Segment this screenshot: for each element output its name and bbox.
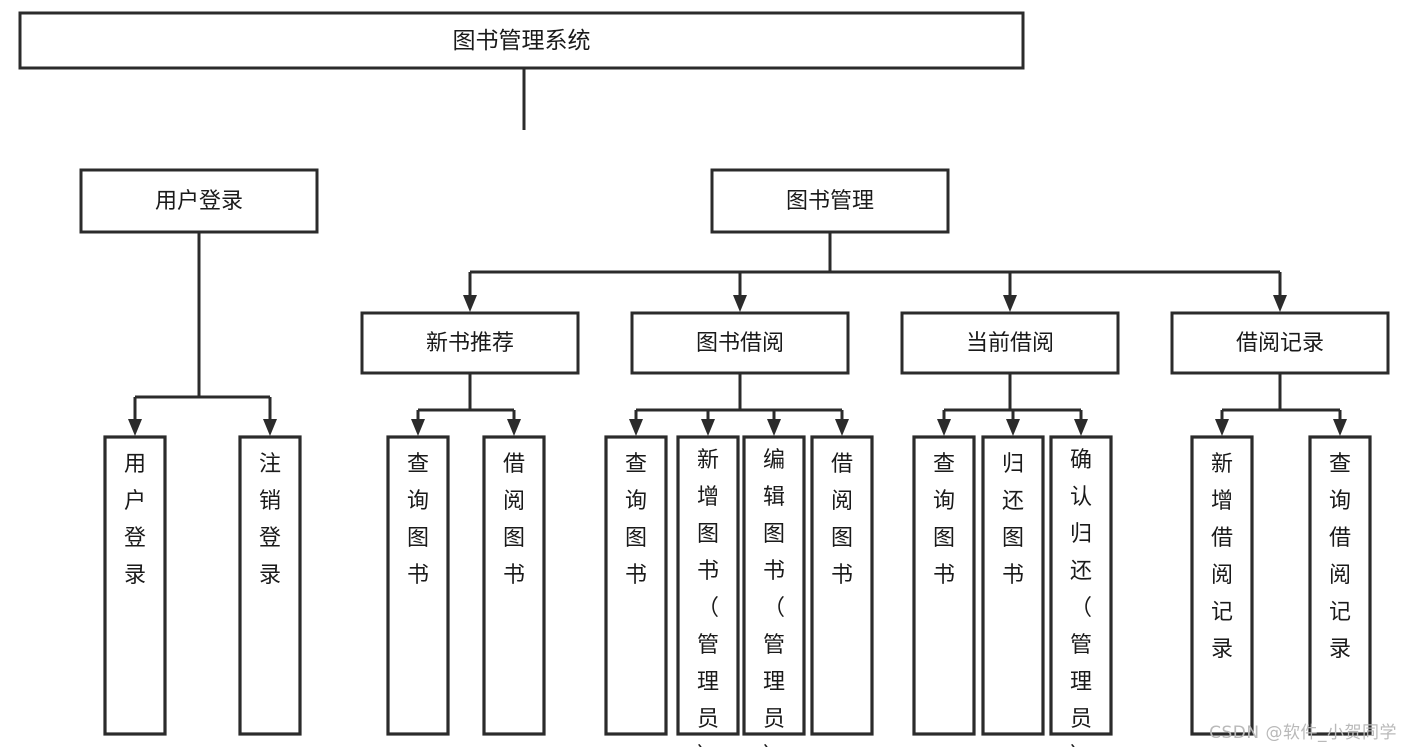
node-label: 借阅图书 bbox=[831, 452, 853, 588]
node-leaf-查询图书-2[interactable]: 查询图书 bbox=[386, 435, 450, 736]
node-box bbox=[912, 435, 976, 736]
node-label: 图书管理 bbox=[786, 189, 874, 214]
arrow-head-icon bbox=[1003, 295, 1017, 312]
node-box bbox=[1190, 435, 1254, 736]
node-level3-当前借阅[interactable]: 当前借阅 bbox=[900, 311, 1120, 375]
connector-group-当前借阅 bbox=[937, 373, 1088, 436]
arrow-head-icon bbox=[128, 419, 142, 436]
node-leaf-查询图书-4[interactable]: 查询图书 bbox=[604, 435, 668, 736]
node-label: 新增图书（管理员） bbox=[697, 448, 719, 747]
connector-group-图书管理 bbox=[463, 232, 1287, 312]
node-label: 图书管理系统 bbox=[453, 28, 591, 54]
arrow-head-icon bbox=[1006, 419, 1020, 436]
node-leaf-借阅图书-3[interactable]: 借阅图书 bbox=[482, 435, 546, 736]
arrow-head-icon bbox=[937, 419, 951, 436]
node-leaf-查询图书-8[interactable]: 查询图书 bbox=[912, 435, 976, 736]
node-box bbox=[900, 311, 1120, 375]
node-label: 用户登录 bbox=[124, 452, 146, 588]
node-box bbox=[360, 311, 580, 375]
arrow-head-icon bbox=[507, 419, 521, 436]
node-box bbox=[630, 311, 850, 375]
arrow-head-icon bbox=[835, 419, 849, 436]
node-leaf-借阅图书-7[interactable]: 借阅图书 bbox=[810, 435, 874, 736]
node-leaf-用户登录-0[interactable]: 用户登录 bbox=[103, 435, 167, 736]
node-level3-新书推荐[interactable]: 新书推荐 bbox=[360, 311, 580, 375]
node-label: 新书推荐 bbox=[426, 331, 514, 356]
node-leaf-查询借阅记录-12[interactable]: 查询借阅记录 bbox=[1308, 435, 1372, 736]
node-leaf-确认归还管理员-10[interactable]: 确认归还（管理员） bbox=[1049, 435, 1113, 747]
node-level3-借阅记录[interactable]: 借阅记录 bbox=[1170, 311, 1390, 375]
arrow-head-icon bbox=[701, 419, 715, 436]
node-leaf-新增图书管理员-5[interactable]: 新增图书（管理员） bbox=[676, 435, 740, 747]
connector-layer bbox=[128, 68, 1347, 436]
node-box bbox=[604, 435, 668, 736]
arrow-head-icon bbox=[1074, 419, 1088, 436]
node-leaf-编辑图书管理员-6[interactable]: 编辑图书（管理员） bbox=[742, 435, 806, 747]
connector-group-用户登录 bbox=[128, 232, 277, 436]
arrow-head-icon bbox=[767, 419, 781, 436]
node-box bbox=[103, 435, 167, 736]
node-label: 用户登录 bbox=[155, 189, 243, 214]
node-box bbox=[810, 435, 874, 736]
node-label: 确认归还（管理员） bbox=[1070, 448, 1092, 747]
node-box bbox=[981, 435, 1045, 736]
node-label: 图书借阅 bbox=[696, 331, 784, 356]
node-label: 借阅图书 bbox=[503, 452, 525, 588]
node-box bbox=[1049, 435, 1113, 736]
arrow-head-icon bbox=[1273, 295, 1287, 312]
arrow-head-icon bbox=[463, 295, 477, 312]
node-box bbox=[742, 435, 806, 736]
node-box bbox=[1170, 311, 1390, 375]
node-label: 当前借阅 bbox=[966, 331, 1054, 356]
node-box bbox=[386, 435, 450, 736]
connector-group-新书推荐 bbox=[411, 373, 521, 436]
node-box bbox=[18, 11, 1025, 70]
node-label: 查询图书 bbox=[407, 452, 429, 588]
node-level3-图书借阅[interactable]: 图书借阅 bbox=[630, 311, 850, 375]
node-label: 查询借阅记录 bbox=[1329, 452, 1351, 662]
node-box bbox=[676, 435, 740, 736]
arrow-head-icon bbox=[411, 419, 425, 436]
arrow-head-icon bbox=[733, 295, 747, 312]
node-level2-图书管理[interactable]: 图书管理 bbox=[710, 168, 950, 234]
node-leaf-归还图书-9[interactable]: 归还图书 bbox=[981, 435, 1045, 736]
connector-group-借阅记录 bbox=[1215, 373, 1347, 436]
node-box bbox=[710, 168, 950, 234]
node-leaf-新增借阅记录-11[interactable]: 新增借阅记录 bbox=[1190, 435, 1254, 736]
node-label: 新增借阅记录 bbox=[1211, 452, 1233, 662]
node-box bbox=[482, 435, 546, 736]
node-layer: 图书管理系统用户登录图书管理新书推荐图书借阅当前借阅借阅记录用户登录注销登录查询… bbox=[18, 11, 1390, 747]
arrow-head-icon bbox=[1215, 419, 1229, 436]
node-label: 归还图书 bbox=[1002, 452, 1024, 588]
arrow-head-icon bbox=[263, 419, 277, 436]
node-label: 注销登录 bbox=[259, 452, 281, 588]
node-level2-用户登录[interactable]: 用户登录 bbox=[79, 168, 319, 234]
node-box bbox=[1308, 435, 1372, 736]
arrow-head-icon bbox=[1333, 419, 1347, 436]
node-label: 查询图书 bbox=[625, 452, 647, 588]
node-leaf-注销登录-1[interactable]: 注销登录 bbox=[238, 435, 302, 736]
node-label: 借阅记录 bbox=[1236, 331, 1324, 356]
connector-group-图书借阅 bbox=[629, 373, 849, 436]
arrow-head-icon bbox=[629, 419, 643, 436]
node-box bbox=[79, 168, 319, 234]
node-label: 编辑图书（管理员） bbox=[763, 448, 785, 747]
node-label: 查询图书 bbox=[933, 452, 955, 588]
watermark-label: CSDN @软件_小贺同学 bbox=[1209, 723, 1397, 743]
node-root-图书管理系统[interactable]: 图书管理系统 bbox=[18, 11, 1025, 70]
node-box bbox=[238, 435, 302, 736]
